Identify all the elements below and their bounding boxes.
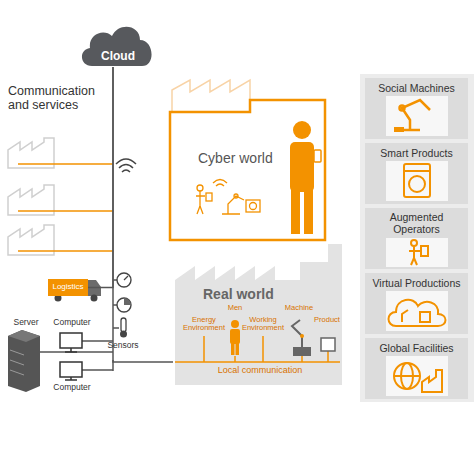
feature-box: Augmented Operators	[365, 208, 468, 269]
node-title: Real world	[203, 286, 303, 302]
computer-icons	[60, 333, 82, 380]
node-title: Augmented Operators	[367, 211, 466, 235]
outline-path	[175, 244, 342, 385]
bus-connector	[88, 67, 113, 288]
factory-links	[18, 164, 113, 251]
real-world-factory: Real world	[173, 236, 345, 386]
server-icon	[8, 330, 40, 392]
node-title: Virtual Productions	[367, 277, 466, 289]
feature-box: Social Machines	[365, 78, 468, 139]
node-outline	[173, 236, 345, 386]
gauge-icons	[117, 273, 131, 338]
bus-label: Local communication	[190, 366, 330, 375]
part-label: Product	[311, 316, 343, 324]
device-label: Server	[4, 318, 48, 327]
faded-roof	[172, 80, 250, 112]
bus-wires	[40, 280, 119, 371]
cyber-scene	[196, 180, 260, 215]
outline-path	[170, 100, 325, 240]
feature-box: Virtual Productions	[365, 273, 468, 334]
operator-figure	[290, 121, 321, 234]
diagram-title: Communication and services	[8, 84, 106, 113]
node-title: Logistics	[48, 282, 88, 291]
cloud-shape: Cloud	[80, 18, 156, 70]
part-label: Machine	[281, 304, 317, 312]
node-title: Global Facilities	[367, 342, 466, 354]
cyber-world-factory: Cyber world	[168, 74, 328, 242]
node-title: Cyber world	[198, 150, 288, 166]
part-label: Working Environment	[240, 316, 286, 332]
node-title: Social Machines	[367, 82, 466, 94]
wifi-symbol	[116, 159, 136, 172]
device-label: Sensors	[100, 341, 146, 350]
feature-box: Smart Products	[365, 143, 468, 204]
part-label: Energy Environment	[181, 316, 227, 332]
bus-connector	[113, 67, 173, 362]
logistics-truck: Logistics	[48, 279, 88, 296]
feature-box: Global Facilities	[365, 338, 468, 399]
side-panel	[360, 74, 474, 402]
node-title: Cloud	[80, 50, 156, 64]
node-title: Smart Products	[367, 147, 466, 159]
factory-icons	[8, 138, 54, 255]
device-label: Computer	[50, 383, 94, 392]
part-label: Men	[224, 304, 246, 312]
device-label: Computer	[50, 318, 94, 327]
